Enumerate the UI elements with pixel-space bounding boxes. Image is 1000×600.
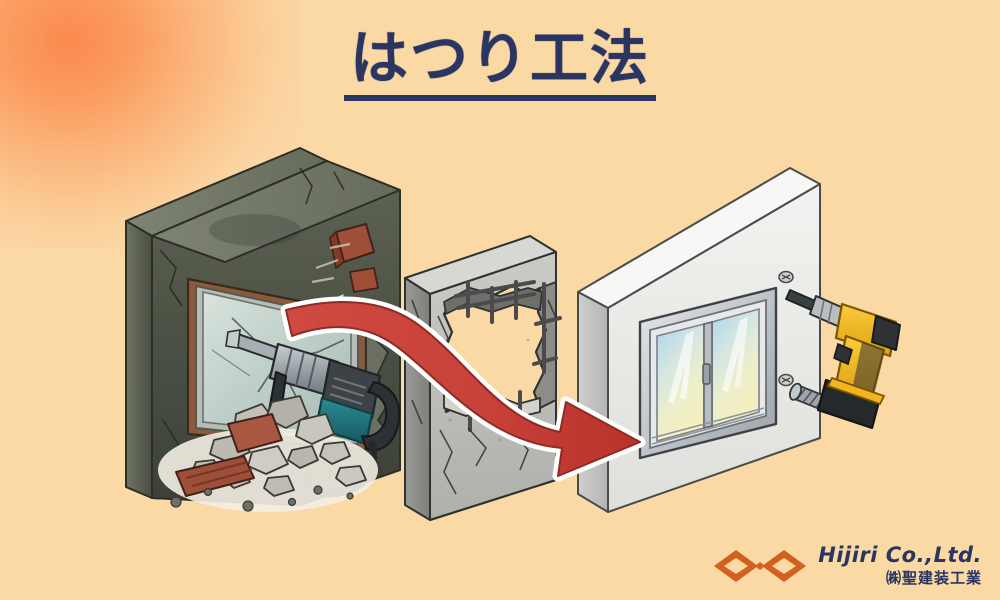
rubble-chunk (335, 465, 367, 487)
arrow-body (285, 301, 641, 477)
old-wall-top-plane (151, 160, 401, 263)
rubble-chunk (247, 445, 289, 475)
logo-text-block: Hijiri Co.,Ltd. ㈱聖建装工業 (818, 545, 982, 586)
page-title-wrap: はつり工法 (0, 27, 1000, 102)
rubble-chunk (295, 413, 335, 445)
rubble-chunk (263, 475, 295, 497)
drill-trigger (833, 342, 853, 366)
rubble-chunk (319, 441, 351, 465)
sash-bottom-rails (651, 407, 765, 445)
cordless-drill (785, 289, 901, 430)
window-glass-right (711, 307, 760, 428)
old-wall-left-side (125, 220, 153, 499)
new-wall-left-side (577, 291, 609, 513)
logo-company-jp: ㈱聖建装工業 (885, 569, 982, 587)
screw-holes (778, 270, 794, 387)
new-sliding-window (638, 286, 778, 460)
glass-reflections (668, 317, 748, 404)
flying-tile-small (349, 267, 379, 293)
hammer-vents (329, 377, 367, 405)
hijiri-double-diamond-mark (714, 549, 807, 582)
page-title: はつり工法 (343, 27, 656, 102)
rotary-hammer-drill (225, 329, 401, 498)
panel-new-wall-with-window (577, 167, 901, 513)
debris-pebbles (170, 485, 354, 512)
company-logo[interactable]: Hijiri Co.,Ltd. ㈱聖建装工業 (712, 545, 982, 586)
logo-company-en: Hijiri Co.,Ltd. (818, 543, 982, 567)
rubble-chunk (287, 445, 319, 469)
drill-battery-lip (826, 376, 886, 406)
flying-tile-large (329, 223, 375, 270)
fallen-roof-tiles (175, 413, 283, 497)
process-flow-arrow (280, 296, 646, 482)
mid-wall-base-shadow (429, 479, 557, 521)
drill-grip-shadow (852, 342, 884, 398)
drill-top-cap (871, 315, 901, 351)
hammer-rear-handle (361, 381, 401, 452)
window-handle (702, 363, 711, 385)
window-glass-left (656, 322, 705, 443)
debris-pile (158, 395, 378, 512)
